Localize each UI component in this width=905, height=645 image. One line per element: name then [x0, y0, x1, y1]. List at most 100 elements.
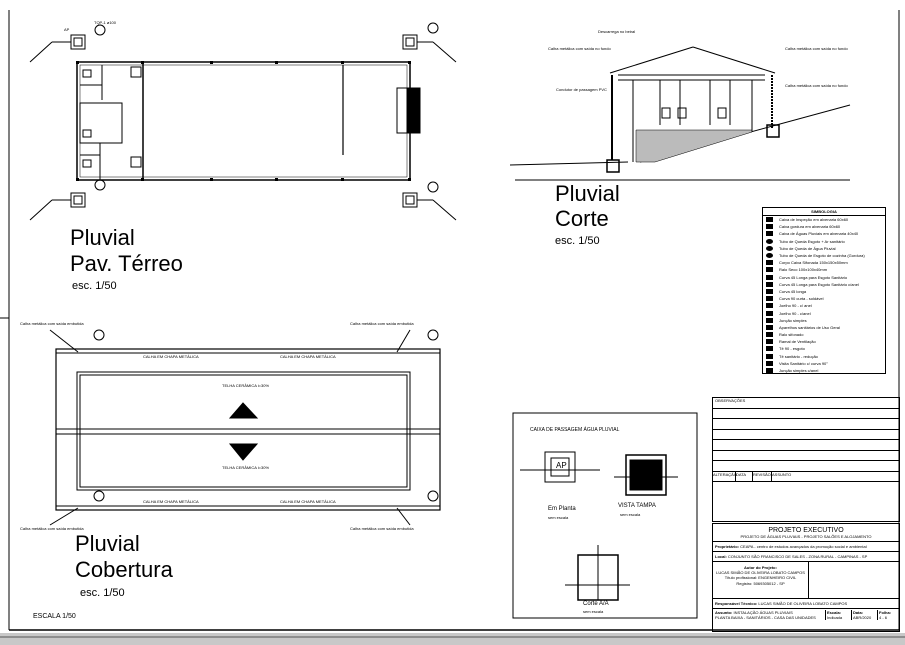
- legend-item: Caixa gordura em alvenaria 60x60: [763, 223, 885, 230]
- ap-box-nw: [29, 24, 106, 63]
- obs-col: DATA: [736, 471, 753, 481]
- plan-scale: sem escala: [548, 515, 569, 520]
- legend-item: Tê 90 - esgoto: [763, 345, 885, 352]
- corner-note: Calha metálica com saída embutida: [350, 321, 414, 326]
- owner-label: Proprietário:: [715, 544, 740, 549]
- legend-item-label: Ramal de Ventilação: [779, 339, 816, 345]
- legend-symbol-icon: [766, 339, 773, 345]
- slope-up-arrow: [228, 402, 259, 419]
- legend-symbol-icon: [766, 310, 773, 316]
- legend-symbol-icon: [766, 274, 773, 280]
- obs-col: ASSUNTO: [772, 471, 792, 477]
- author-reg: Registro: 5069305012 - SP: [736, 580, 785, 586]
- corner-note: Calha metálica com saída embutida: [20, 526, 84, 531]
- legend-item: Caixa de Águas Pluviais em alvenaria 40x…: [763, 230, 885, 237]
- legend-symbol-icon: [766, 260, 773, 266]
- caixa-title: CAIXA DE PASSAGEM ÁGUA PLUVIAL: [530, 427, 620, 433]
- title-block: PROJETO EXECUTIVO PROJETO DE ÁGUAS PLUVI…: [712, 523, 900, 632]
- legend-item-label: Tubo de Queda Esgoto + Ar sanitário: [779, 238, 845, 244]
- legend-item: Aparelhos sanitários de Uso Geral: [763, 324, 885, 331]
- corner-note: Calha metálica com saída embutida: [350, 526, 414, 531]
- ground-plan-scale: esc. 1/50: [72, 280, 117, 292]
- section-title-2: Corte: [555, 206, 609, 231]
- legend-item: Curva 90 curta - soldável: [763, 295, 885, 302]
- legend-item-label: Tubo de Queda de Água Pluvial: [779, 245, 836, 251]
- sheet-scale: ESCALA 1/50: [33, 613, 76, 620]
- legend-item: Ralo sifonado: [763, 331, 885, 338]
- caixa-ap: AP: [556, 461, 567, 470]
- legend-item-label: Tubo de Queda de Esgoto de cozinha (Gord…: [779, 253, 865, 259]
- legend-item-label: Caixa gordura em alvenaria 60x60: [779, 224, 841, 230]
- legend-item-label: Caixa de Inspeção em alvenaria 60x60: [779, 217, 849, 223]
- legend-item-label: Ralo sifonado: [779, 332, 804, 338]
- legend-item-label: Corpo Caixa Sifonada 150x150x50mm: [779, 260, 848, 266]
- ap-box-se: [402, 181, 457, 221]
- legend-item: Joelho 90 - c/anel: [763, 309, 885, 316]
- ap-label: AP: [64, 27, 70, 32]
- ground-floor-plan: [29, 22, 457, 221]
- legend-item-label: Curva 90 curta - soldável: [779, 296, 824, 302]
- legend-title: SIMBOLOGIA: [763, 208, 885, 216]
- legend-symbol-icon: [766, 281, 773, 287]
- legend-symbol-icon: [766, 346, 773, 352]
- scale-value: Indicada: [827, 615, 843, 621]
- legend-item: Junção simples: [763, 317, 885, 324]
- cut-scale: sem escala: [583, 609, 604, 614]
- local: CONJUNTO SÃO FRANCISCO DE SALES - ZONA R…: [727, 554, 868, 559]
- legend-symbol-icon: [766, 224, 773, 230]
- owner: CEAPA - centro de estudos avançados da p…: [740, 544, 867, 549]
- ap-box-sw: [29, 179, 106, 221]
- legend-item-label: Junção simples: [779, 317, 807, 323]
- legend-item: Junção simples c/anel: [763, 367, 885, 374]
- date-value: ABR/2020: [853, 615, 872, 621]
- cut-label: Corte A/A: [583, 601, 609, 607]
- project-subtitle: PROJETO DE ÁGUAS PLUVIAIS - PROJETO SALÕ…: [713, 534, 899, 542]
- legend-item: Tubo de Queda Esgoto + Ar sanitário: [763, 238, 885, 245]
- section-note: Calha metálica com saída no fundo: [785, 46, 848, 51]
- roof-slope-top: TELHA CERÂMICA i=30%: [222, 383, 270, 388]
- author-label: Autor do Projeto:: [744, 565, 777, 570]
- legend-item: Tubo de Queda de Esgoto de cozinha (Gord…: [763, 252, 885, 259]
- caixa-detail: [512, 412, 698, 619]
- gutter-label: CALHA EM CHAPA METÁLICA: [143, 499, 199, 504]
- legend-symbol-icon: [766, 303, 773, 309]
- corner-note: Calha metálica com saída embutida: [20, 321, 84, 326]
- legend-item-label: Curva 45 Longa para Esgoto Sanitário: [779, 274, 848, 280]
- roof-plan: [49, 329, 441, 526]
- legend-symbol-icon: [766, 238, 773, 244]
- roof-slope-bottom: TELHA CERÂMICA i=30%: [222, 465, 270, 470]
- legend-item-label: Visita Sanitário c/ curva 90°: [779, 360, 828, 366]
- roof-plan-title-1: Pluvial: [75, 531, 140, 556]
- author-title: Título profissional: ENGENHEIRO CIVIL: [724, 575, 797, 581]
- ap-box-ne: [402, 22, 457, 63]
- section-drawing: [509, 46, 851, 181]
- roof-plan-title-2: Cobertura: [75, 557, 173, 582]
- legend-item: Caixa de Inspeção em alvenaria 60x60: [763, 216, 885, 223]
- obs-col: REVISÃO: [753, 471, 772, 481]
- plan-label: Em Planta: [548, 506, 576, 512]
- resp-label: Responsável Técnico:: [715, 601, 758, 606]
- legend-symbol-icon: [766, 288, 773, 294]
- section-note: Condutor de passagem PVC: [556, 87, 607, 92]
- legend-item: Ralo Seco 100x100x40mm: [763, 266, 885, 273]
- lid-label: VISTA TAMPA: [618, 503, 656, 509]
- section-note: Calha metálica com saída no fundo: [548, 46, 611, 51]
- legend-item: Corpo Caixa Sifonada 150x150x50mm: [763, 259, 885, 266]
- obs-col: ALTERAÇÃO: [713, 471, 737, 481]
- legend-symbol-icon: [766, 245, 773, 251]
- obs-title: OBSERVAÇÕES: [713, 398, 899, 409]
- legend-item-label: Tê 90 - esgoto: [779, 346, 805, 352]
- legend-item: Curva 45 Longa para Esgoto Sanitário c/a…: [763, 281, 885, 288]
- legend-item: Tê sanitário - redução: [763, 353, 885, 360]
- legend-item-label: Joelho 90 - c/ anel: [779, 303, 812, 309]
- contents-label: Assunto:: [715, 610, 733, 615]
- observations-table: OBSERVAÇÕES ALTERAÇÃO DATA REVISÃO ASSUN…: [712, 397, 900, 522]
- roof-plan-scale: esc. 1/50: [80, 587, 125, 599]
- legend-item: Curva 45 longa: [763, 288, 885, 295]
- legend-symbol-icon: [766, 317, 773, 323]
- legend-symbol-icon: [766, 353, 773, 359]
- legend-item: Visita Sanitário c/ curva 90°: [763, 360, 885, 367]
- sheet-frame: [0, 10, 905, 645]
- legend-symbol-icon: [766, 231, 773, 237]
